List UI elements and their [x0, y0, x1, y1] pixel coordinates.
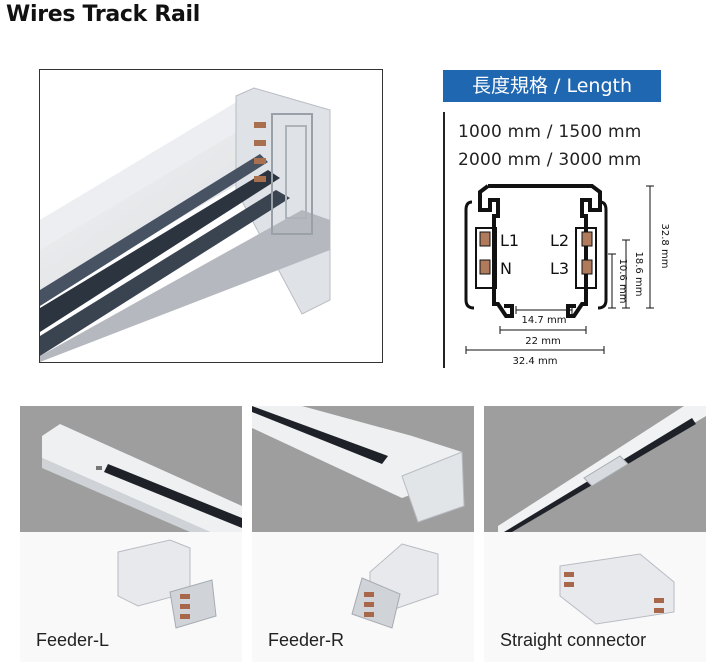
terminal-l2-label: L2	[550, 231, 569, 250]
terminal-l1-label: L1	[500, 231, 519, 250]
straight-connector-part-photo	[484, 532, 706, 662]
feeder-l-connector-illustration	[117, 539, 217, 629]
terminal-n-label: N	[500, 259, 512, 278]
product-card-straight-connector: Straight connector	[484, 406, 706, 662]
straight-connector-label: Straight connector	[500, 630, 647, 650]
outer-width-label: 32.4 mm	[513, 356, 558, 367]
straight-connector-illustration	[559, 553, 675, 625]
feeder-r-label: Feeder-R	[268, 630, 345, 650]
feeder-r-part-photo	[252, 532, 474, 662]
spec-divider	[443, 112, 445, 368]
mid-width-label: 22 mm	[525, 336, 560, 347]
page-title: Wires Track Rail	[6, 2, 201, 27]
product-card-feeder-l: Feeder-L	[20, 406, 242, 662]
feeder-l-label: Feeder-L	[36, 630, 110, 650]
straight-connector-rail-illustration	[498, 406, 706, 532]
inner-height-label: 18.6 mm	[633, 252, 644, 297]
feeder-r-connector-illustration	[351, 543, 439, 629]
spec-panel: 長度規格 / Length 1000 mm / 1500 mm 2000 mm …	[440, 68, 680, 368]
terminal-l3-label: L3	[550, 259, 569, 278]
track-rail-photo	[39, 69, 383, 363]
height-label: 32.8 mm	[659, 224, 670, 269]
feeder-r-installed-photo	[252, 406, 474, 532]
profile-diagram: L1 N L2 L3 14.7 mm 22 mm 32.4 mm 32.8 mm…	[464, 184, 670, 367]
inner-width-label: 14.7 mm	[522, 315, 567, 326]
straight-connector-installed-photo	[484, 406, 706, 532]
slot-height-label: 10.6 mm	[617, 259, 628, 304]
feeder-l-installed-photo	[20, 406, 242, 532]
feeder-l-part-photo	[20, 532, 242, 662]
length-row-2: 2000 mm / 3000 mm	[458, 150, 642, 170]
product-card-feeder-r: Feeder-R	[252, 406, 474, 662]
length-row-1: 1000 mm / 1500 mm	[458, 122, 642, 142]
feeder-l-rail-illustration	[42, 424, 242, 532]
length-header: 長度規格 / Length	[443, 70, 661, 102]
track-rail-illustration	[40, 87, 331, 362]
feeder-r-rail-illustration	[252, 406, 465, 523]
